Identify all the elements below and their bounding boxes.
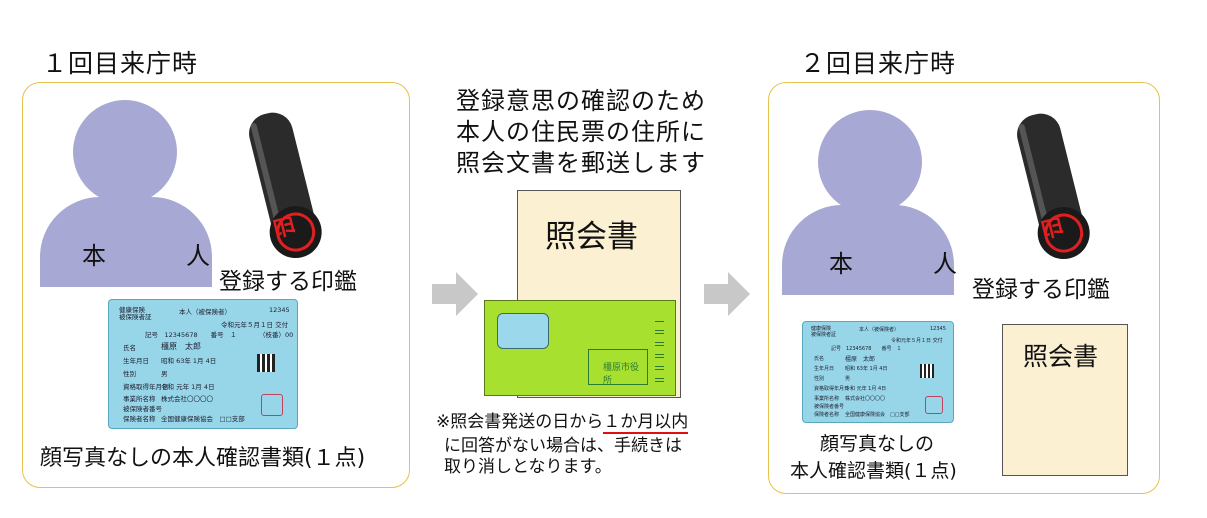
card2-acq: 令和 元年 1月 4日 xyxy=(845,386,887,392)
qr-code-icon xyxy=(257,354,275,372)
stamp-box-2 xyxy=(925,396,943,414)
notice-line3: 取り消しとなります。 xyxy=(444,457,612,477)
card2-insured-label: 被保険者番号 xyxy=(814,404,845,410)
card-acq: 令和 元年 1月 4日 xyxy=(161,383,215,391)
person-head-icon xyxy=(73,100,177,204)
person-body-icon xyxy=(40,197,212,287)
person-head-icon-2 xyxy=(818,110,922,214)
seal-icon-2 xyxy=(1017,113,1090,260)
arrow-right-icon-2 xyxy=(704,272,750,316)
card2-birth: 昭和 63年 1月 4日 xyxy=(845,366,888,372)
qr-code-icon-2 xyxy=(920,364,934,378)
explanation-line2: 本人の住民票の住所に xyxy=(456,118,706,146)
envelope-sender: 橿原市役所 xyxy=(603,363,640,386)
card-title2: 被保険者証 xyxy=(119,313,152,321)
card2-birth-label: 生年月日 xyxy=(814,366,835,372)
card-emp: 株式会社〇〇〇〇 xyxy=(161,395,213,403)
arrow-right-icon xyxy=(432,272,478,316)
card2-emp-label: 事業所名称 xyxy=(814,396,840,402)
person-label-2: 本 人 xyxy=(829,250,985,278)
card-emp-label: 事業所名称 xyxy=(123,395,156,403)
card2-insurer: 全国健康保険協会 □□支部 xyxy=(845,412,910,418)
card-number: 12345 xyxy=(269,306,290,314)
card2-issued: 令和元年５月１日 交付 xyxy=(891,338,943,344)
card-title1: 健康保険 xyxy=(119,306,145,314)
card2-acq-label: 資格取得年月日 xyxy=(814,386,850,392)
notice-prefix: ※照会書発送の日から xyxy=(436,412,604,432)
card-birth: 昭和 63年 1月 4日 xyxy=(161,357,217,365)
person-body-icon-2 xyxy=(782,205,954,295)
sender-box: 橿原市役所 xyxy=(588,349,648,386)
person-label: 本 人 xyxy=(82,242,238,270)
explanation-line3: 照会文書を郵送します xyxy=(456,149,706,177)
card-sex: 男 xyxy=(161,370,168,378)
explanation-line1: 登録意思の確認のため xyxy=(456,87,706,115)
caption2-line2: 本人確認書類(１点) xyxy=(790,460,957,482)
inquiry-document-title: 照会書 xyxy=(545,219,638,255)
card2-emp: 株式会社〇〇〇〇 xyxy=(845,396,886,402)
inquiry-document-title-2: 照会書 xyxy=(1023,342,1099,371)
card2-title1: 健康保険 xyxy=(811,326,832,332)
seal-label: 登録する印鑑 xyxy=(219,269,357,295)
card2-name: 橿原 太郎 xyxy=(845,356,876,363)
card2-holder: 本人（被保険者） xyxy=(859,327,900,333)
card2-symbol: 記号 12345678 番号 １ xyxy=(831,346,902,352)
inquiry-document-2: 照会書 xyxy=(1002,324,1128,476)
card2-sex: 男 xyxy=(845,376,851,382)
deadline-notice: ※照会書発送の日から１か月以内 に回答がない場合は、手続きは 取り消しとなります… xyxy=(436,412,689,478)
card-insurer-label: 保険者名称 xyxy=(123,415,156,423)
first-visit-heading: １回目来庁時 xyxy=(42,49,199,78)
card2-number: 12345 xyxy=(930,326,946,332)
stamp-box xyxy=(261,394,283,416)
envelope-icon: 橿原市役所 xyxy=(484,300,676,396)
card-holder: 本人（被保険者） xyxy=(179,308,231,316)
card-insurer: 全国健康保険協会 □□支部 xyxy=(161,415,245,423)
postal-code-boxes xyxy=(655,321,664,383)
card-branch: （枝番）00 xyxy=(259,331,294,339)
card-name: 橿原 太郎 xyxy=(161,342,201,351)
second-visit-heading: ２回目来庁時 xyxy=(800,49,957,78)
seal-label-2: 登録する印鑑 xyxy=(972,277,1110,303)
envelope-window xyxy=(497,313,549,349)
card-acq-label: 資格取得年月日 xyxy=(123,383,169,391)
id-document-caption-2: 顔写真なしの xyxy=(814,432,940,456)
insurance-card: 健康保険 被保険者証 本人（被保険者） 12345 令和元年５月１日 交付 記号… xyxy=(108,299,298,429)
card-name-label: 氏名 xyxy=(123,344,136,352)
caption2-line1: 顔写真なしの xyxy=(819,433,934,455)
mailing-explanation: 登録意思の確認のため 本人の住民票の住所に 照会文書を郵送します xyxy=(456,86,706,179)
insurance-card-2: 健康保険 被保険者証 本人（被保険者） 12345 令和元年５月１日 交付 記号… xyxy=(802,321,954,423)
card-sex-label: 性別 xyxy=(123,370,136,378)
notice-line2: に回答がない場合は、手続きは xyxy=(444,436,682,456)
seal-icon xyxy=(249,112,322,259)
card-birth-label: 生年月日 xyxy=(123,357,149,365)
card-insured-label: 被保険者番号 xyxy=(123,405,162,413)
card-issued: 令和元年５月１日 交付 xyxy=(221,321,289,329)
card2-name-label: 氏名 xyxy=(814,356,825,362)
card2-insurer-label: 保険者名称 xyxy=(814,412,840,418)
notice-highlight: １か月以内 xyxy=(603,412,689,434)
card2-sex-label: 性別 xyxy=(814,376,825,382)
id-document-caption: 顔写真なしの本人確認書類(１点) xyxy=(40,446,366,471)
card-symbol: 記号 12345678 番号 １ xyxy=(145,331,237,339)
card2-title2: 被保険者証 xyxy=(811,332,837,338)
